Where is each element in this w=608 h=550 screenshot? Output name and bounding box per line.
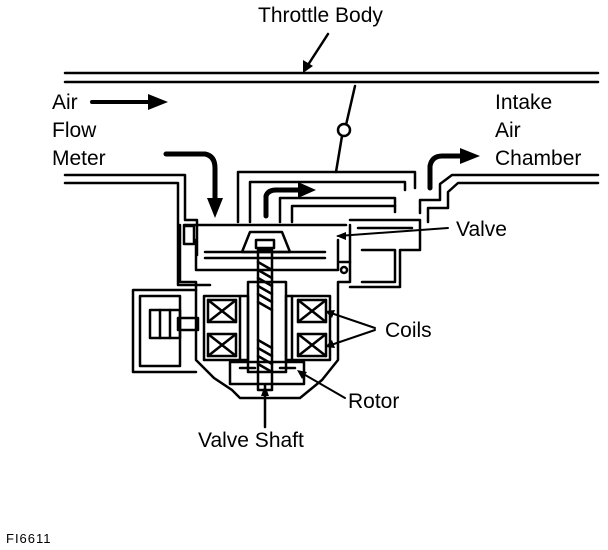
throttle-body-label: Throttle Body (258, 4, 383, 27)
coil-left (202, 294, 250, 362)
valve-shaft-label: Valve Shaft (198, 429, 304, 452)
intake-air-chamber-label-line-3: Chamber (495, 147, 582, 170)
coils-label: Coils (385, 319, 432, 342)
coil-right (284, 294, 332, 362)
air-inlet-arrow (90, 94, 168, 110)
callout-leaders (297, 227, 449, 399)
intake-air-chamber-label-line-2: Air (495, 119, 521, 142)
air-flow-meter-passage (63, 173, 212, 287)
valve-label: Valve (456, 218, 507, 241)
throttle-body-walls (63, 71, 600, 84)
throttle-plate (334, 84, 357, 174)
electrical-connector (131, 288, 200, 374)
intake-air-chamber-label-line-1: Intake (495, 91, 553, 114)
rotor-label: Rotor (348, 390, 400, 413)
air-flow-meter-label-line-2: Flow (52, 119, 97, 142)
rotary-valve (203, 230, 327, 260)
valve-shaft (256, 248, 274, 429)
intake-air-chamber-passage (418, 173, 600, 224)
air-flow-meter-label-line-1: Air (52, 91, 78, 114)
valve-housing (178, 218, 422, 400)
air-flow-meter-label-line-3: Meter (52, 147, 106, 170)
intake-outlet-arrow (427, 148, 480, 191)
bypass-channel (236, 170, 417, 224)
bypass-flow-arrow (263, 182, 316, 219)
air-flow-down-arrow (163, 151, 223, 218)
throttle-body-leader (303, 32, 330, 73)
figure-id-label: FI6611 (6, 531, 52, 546)
